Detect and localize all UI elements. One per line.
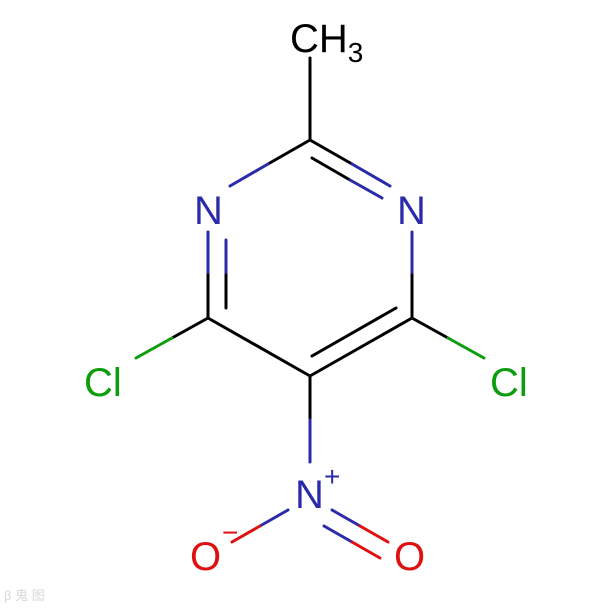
atom-cl-right: Cl (490, 361, 528, 405)
bond-c4-c5 (206, 316, 312, 378)
atom-n-left: N (194, 189, 223, 233)
bond-n-o-right (330, 508, 362, 528)
bond-c4-cl (170, 316, 210, 340)
charge-minus: − (222, 517, 238, 548)
bond-n-o-right-double (322, 524, 354, 544)
atom-o-right: O (394, 535, 425, 579)
bond-n-o-left (258, 508, 290, 528)
atom-cl-left: Cl (84, 361, 122, 405)
atom-methyl: CH3 (290, 17, 363, 68)
bond-c5-c6-double (310, 306, 398, 358)
bond-c6-cl (410, 316, 450, 340)
atom-labels: CH3 N N Cl Cl N + O − O (84, 17, 528, 579)
bonds (134, 56, 486, 560)
bond-c2-n-right-double (310, 156, 352, 182)
atom-o-left: O (190, 535, 221, 579)
bond-c2-n-right (308, 138, 354, 166)
watermark: β 鬼 图 (4, 588, 45, 603)
bond-c2-n-left (266, 138, 312, 166)
charge-plus: + (324, 461, 340, 492)
atom-n-right: N (397, 189, 426, 233)
atom-n-nitro: N (295, 473, 324, 517)
bond-c5-c6 (308, 316, 414, 378)
